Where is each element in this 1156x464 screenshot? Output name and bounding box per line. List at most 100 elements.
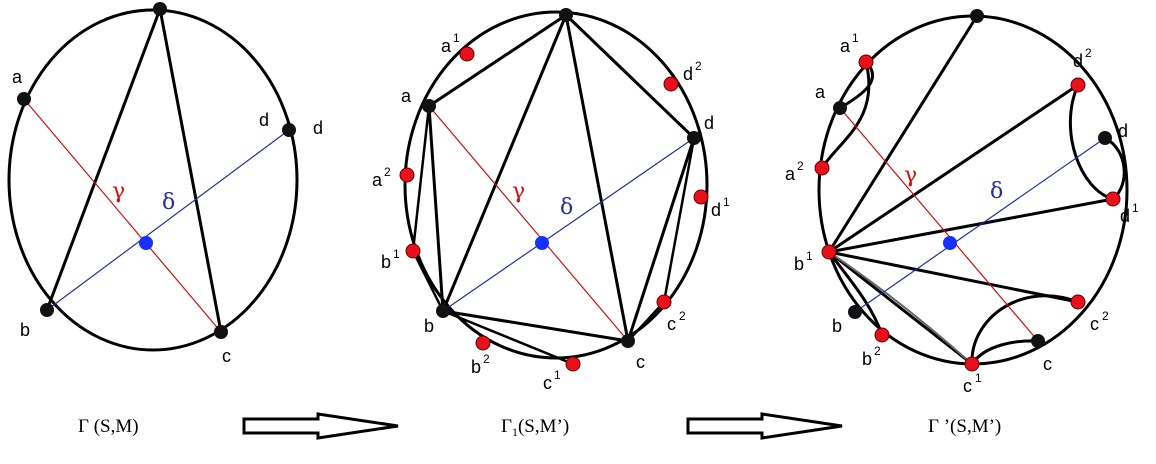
panel3-arc-b1-c2 [828,250,1079,304]
panel1-delta-arc [46,129,290,311]
panel1-arc-top-c [158,8,223,333]
panel3-label-c: c [1043,354,1052,374]
panel1-point-b [40,303,54,317]
panel2-arc-d-c2 [662,137,696,303]
panel2-label-a1-sup: 1 [453,31,460,45]
panel3-point-c [1031,334,1045,348]
panel3-delta-arc [854,137,1106,313]
panel2-point-b [436,304,450,318]
panel3-arc-b1-d1 [828,197,1114,254]
panel1-point-c [214,325,228,339]
panel2-delta-label: δ [560,195,573,220]
panel1-puncture [139,236,153,250]
panel3-point-b [848,305,862,319]
panel1-point-top [153,2,167,16]
panel1-delta-label: δ [162,190,175,215]
panel2-label-a2: a [372,170,383,190]
arrow-right-icon [686,412,843,440]
panel2-label-c: c [636,352,645,372]
panel3-label-b2-sup: 2 [874,344,881,358]
panel3-point-b1 [821,244,837,260]
panel2-arc-c2-c [627,301,665,342]
panel2-point-a1 [459,46,475,62]
panel2-point-d1 [693,189,709,205]
panel2-arc-top-b [441,14,568,312]
panel2-arc-b1-b [411,250,445,312]
panel3-label-d2-sup: 2 [1085,46,1092,60]
panel-1: a b c d d γ δ Γ (S,M) [7,2,323,437]
arrow-2 [686,412,843,440]
panel2-point-c1 [565,356,581,372]
panel3-label-c1-sup: 1 [975,371,982,385]
panel2-arc-b-c [442,309,629,343]
panel2-label-b: b [424,316,434,336]
panel2-gamma-arc [428,105,629,342]
panel3-arc-b1-c1-shade [828,251,973,365]
panel2-point-b2 [475,335,491,351]
panel3-label-a2-sup: 2 [797,159,804,173]
panel3-label-c2-sup: 2 [1102,309,1109,323]
panel2-point-c2 [656,294,672,310]
panel3-gamma-label: γ [904,163,917,188]
panel3-point-d [1098,131,1112,145]
arrow-1 [242,412,399,440]
panel3-label-d: d [1118,121,1128,141]
panel3-point-a [833,101,847,115]
panel3-point-d1 [1105,191,1121,207]
panel1-label-d-outer: d [313,118,323,138]
panel2-arc-a-b1 [411,105,431,252]
panel2-label-c1: c [543,373,552,393]
panel2-caption-gamma: Γ [501,416,512,437]
panel2-label-b2-sup: 2 [483,352,490,366]
panel2-point-d [687,131,701,145]
panel3-point-top [970,9,984,23]
panel3-label-a: a [815,82,826,102]
panel2-point-c [621,334,635,348]
panel-3: a b c d a 1 a 2 b 1 b 2 c 1 c 2 d 1 d 2 … [785,9,1139,437]
panel1-point-a [17,92,31,106]
panel2-label-b1-sup: 1 [393,247,400,261]
panel2-label-a: a [401,86,412,106]
arrow-right-icon [242,412,399,440]
panel2-label-d2: d [683,64,693,84]
panel2-point-a2 [399,167,415,183]
panel-2: a b c d a 1 a 2 b 1 b 2 c 1 c 2 d 1 d 2 … [372,8,730,439]
panel3-arc-b1-b2 [827,251,884,336]
panel3-label-d1-sup: 1 [1132,201,1139,215]
panel3-point-a2 [814,160,830,176]
panel3-label-b1-sup: 1 [806,249,813,263]
panel2-label-b1: b [381,252,391,272]
panel2-label-d2-sup: 2 [695,59,702,73]
panel2-caption-sub: 1 [512,425,518,439]
panel3-arc-b1-c1 [828,250,973,366]
panel3-arc-c1-c2 [970,294,1079,365]
panel2-arc-top-d [564,13,696,140]
panel2-label-b2: b [471,357,481,377]
panel3-arc-b1-d2 [828,83,1079,254]
panel2-puncture [535,236,549,250]
panel3-point-d2 [1070,77,1086,93]
panel3-label-a1: a [840,36,851,56]
panel3-point-b2 [874,327,890,343]
panel1-label-b: b [20,320,30,340]
panel2-arc-b-c1 [442,309,574,366]
panel2-label-c2: c [667,314,676,334]
panel3-label-b: b [832,316,842,336]
panel3-puncture [943,236,957,250]
panel2-caption: Γ1(S,M’) [501,416,569,439]
panel2-arc-top-c [564,14,630,342]
panel3-label-d2: d [1073,51,1083,71]
panel2-label-a2-sup: 2 [384,165,391,179]
panel3-caption: Γ ’(S,M’) [928,416,1001,437]
panel2-point-b1 [405,243,421,259]
panel1-caption: Γ (S,M) [78,416,139,437]
panel2-label-c1-sup: 1 [554,368,561,382]
panel2-label-a1: a [441,36,452,56]
panel3-point-c2 [1070,294,1086,310]
panel2-point-d2 [663,76,679,92]
panel2-label-d1: d [711,200,721,220]
panel2-gamma-label: γ [512,179,525,204]
panel1-gamma-arc [23,98,222,333]
